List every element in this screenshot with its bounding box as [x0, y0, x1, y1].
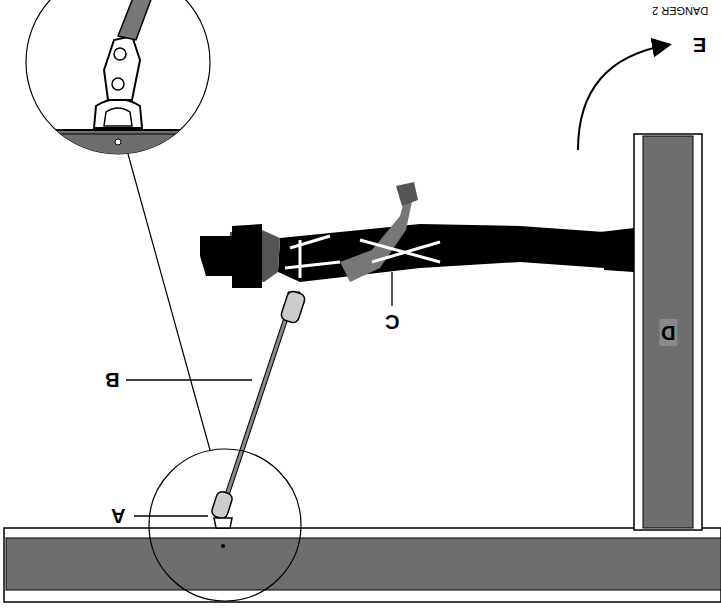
callout-letter: C: [385, 312, 399, 332]
callout-letter: B: [105, 370, 119, 390]
leader-line: [126, 272, 392, 516]
detail-view: [20, 0, 220, 170]
callout-letter: E: [693, 35, 706, 55]
detail-magnifier: [26, 0, 301, 601]
callout-letter: A: [111, 506, 125, 526]
beam-band: D: [643, 136, 693, 528]
page-note: DANGER 2: [652, 5, 708, 16]
lanyard: [210, 290, 306, 520]
anchor-point: [214, 518, 232, 548]
direction-arrow: [578, 45, 668, 150]
wall-beam: [634, 134, 702, 530]
worker-figure: [200, 182, 634, 304]
floor-beam: [4, 528, 721, 602]
callout-letter: D: [659, 319, 677, 346]
